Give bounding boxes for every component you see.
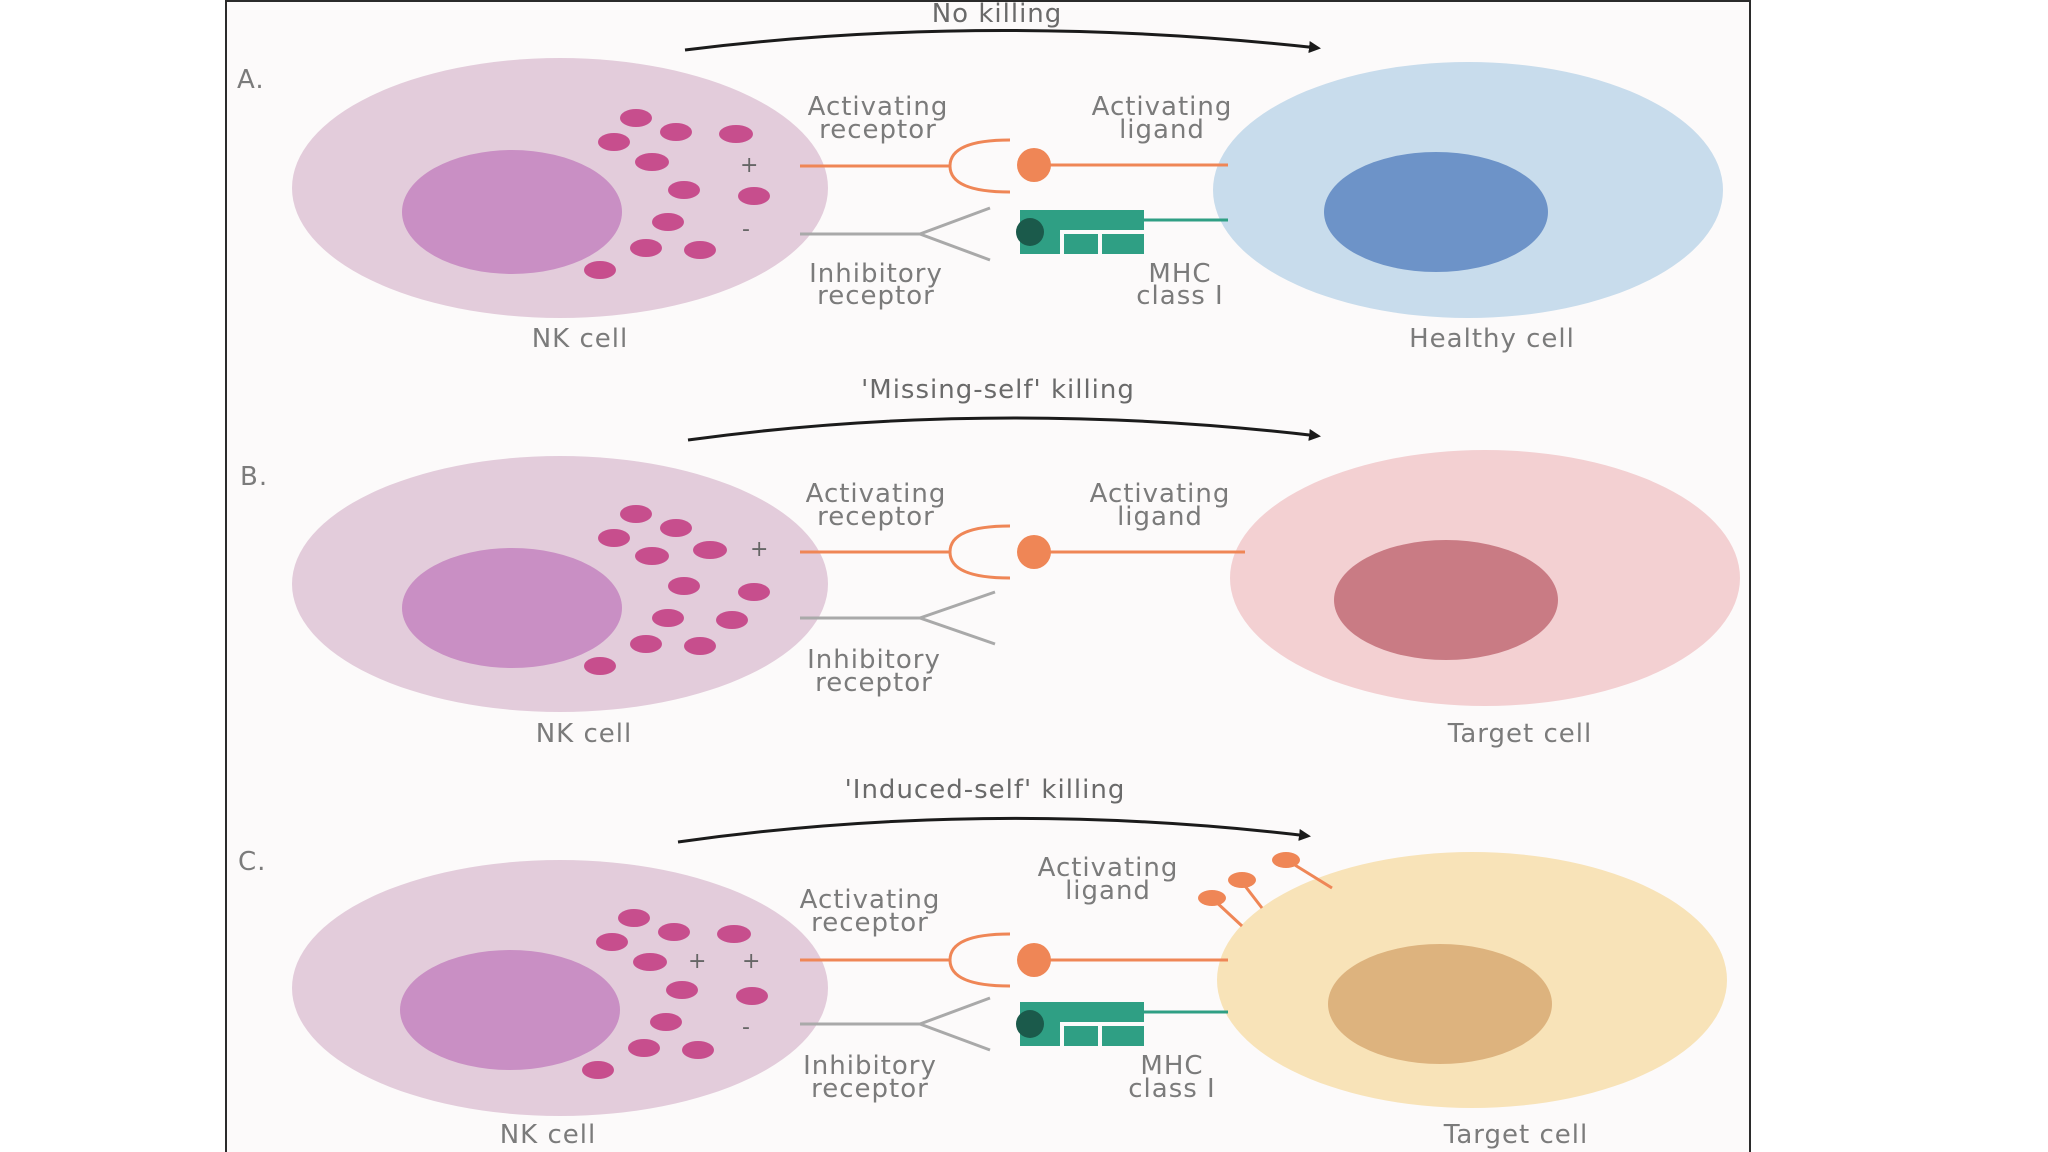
activating-receptor-cup: [948, 138, 1011, 194]
inhibitory-receptor-label-line2: receptor: [811, 1074, 929, 1104]
minus-sign: -: [742, 1015, 750, 1040]
granules: [584, 505, 770, 675]
plus-sign: +: [742, 949, 760, 974]
panel-c-arrow: [677, 816, 1311, 844]
activating-receptor-cup: [948, 932, 1011, 988]
target-cell-nucleus: [1328, 944, 1552, 1064]
panel-a: A. No killing + -: [237, 0, 1723, 354]
target-cell-label: Target cell: [1443, 1120, 1588, 1150]
panel-b-letter: B.: [240, 462, 268, 492]
activating-receptor-label-line2: receptor: [819, 115, 937, 145]
panel-a-letter: A.: [237, 65, 265, 95]
healthy-cell-nucleus: [1324, 152, 1548, 272]
nk-cell-label: NK cell: [536, 719, 633, 749]
panel-b-arrow: [687, 416, 1321, 442]
plus-sign: +: [740, 153, 758, 178]
activating-ligand-label-line2: ligand: [1065, 876, 1151, 906]
mhc-class-i: [1016, 210, 1144, 254]
panel-b: B. 'Missing-self' killing + Activa: [240, 375, 1740, 749]
mhc-label-line1: MHC: [1148, 259, 1211, 289]
nk-cell-label: NK cell: [500, 1120, 597, 1150]
activating-ligand-label-line2: ligand: [1119, 115, 1205, 145]
panel-c-letter: C.: [238, 847, 266, 877]
activating-receptor-label-line1: Activating: [806, 479, 947, 509]
activating-receptor-cup: [948, 524, 1011, 580]
panel-c: C. 'Induced-self' killing + + -: [238, 775, 1727, 1150]
target-cell-label: Target cell: [1447, 719, 1592, 749]
target-cell-nucleus: [1334, 540, 1558, 660]
activating-ligand-label-line1: Activating: [1092, 92, 1233, 122]
panel-b-title: 'Missing-self' killing: [861, 375, 1135, 405]
activating-ligand-ball: [1017, 148, 1051, 182]
mhc-label-line2: class I: [1136, 281, 1223, 311]
inhibitory-receptor-fork: [915, 590, 996, 646]
activating-ligand-label-line1: Activating: [1038, 853, 1179, 883]
inhibitory-receptor-fork: [915, 206, 991, 262]
panel-c-title: 'Induced-self' killing: [845, 775, 1126, 805]
panel-a-arrow: [684, 29, 1321, 53]
inhibitory-receptor-label-line1: Inhibitory: [803, 1051, 937, 1081]
panel-a-title: No killing: [932, 0, 1063, 29]
inhibitory-receptor-label-line2: receptor: [815, 668, 933, 698]
inhibitory-receptor-fork: [915, 996, 991, 1052]
mhc-label-line1: MHC: [1140, 1051, 1203, 1081]
activating-ligand-label-line1: Activating: [1090, 479, 1231, 509]
mhc-class-i: [1016, 1002, 1144, 1046]
inhibitory-receptor-label-line2: receptor: [817, 281, 935, 311]
activating-receptor-label-line1: Activating: [808, 92, 949, 122]
activating-ligand-ball: [1017, 943, 1051, 977]
granules: [584, 109, 770, 279]
activating-receptor-label-line2: receptor: [811, 908, 929, 938]
inhibitory-receptor-label-line1: Inhibitory: [807, 645, 941, 675]
nk-nucleus: [402, 548, 622, 668]
plus-sign: +: [750, 537, 768, 562]
granules: [582, 909, 768, 1079]
activating-ligand-ball: [1017, 535, 1051, 569]
activating-ligand-label-line2: ligand: [1117, 502, 1203, 532]
nk-cell-label: NK cell: [532, 324, 629, 354]
minus-sign: -: [742, 217, 750, 242]
nk-nucleus: [402, 150, 622, 274]
healthy-cell-label: Healthy cell: [1409, 324, 1575, 354]
plus-sign: +: [688, 949, 706, 974]
induced-activating-ligands: [1198, 852, 1333, 928]
activating-receptor-label-line1: Activating: [800, 885, 941, 915]
mhc-label-line2: class I: [1128, 1074, 1215, 1104]
nk-nucleus: [400, 950, 620, 1070]
activating-receptor-label-line2: receptor: [817, 502, 935, 532]
inhibitory-receptor-label-line1: Inhibitory: [809, 259, 943, 289]
